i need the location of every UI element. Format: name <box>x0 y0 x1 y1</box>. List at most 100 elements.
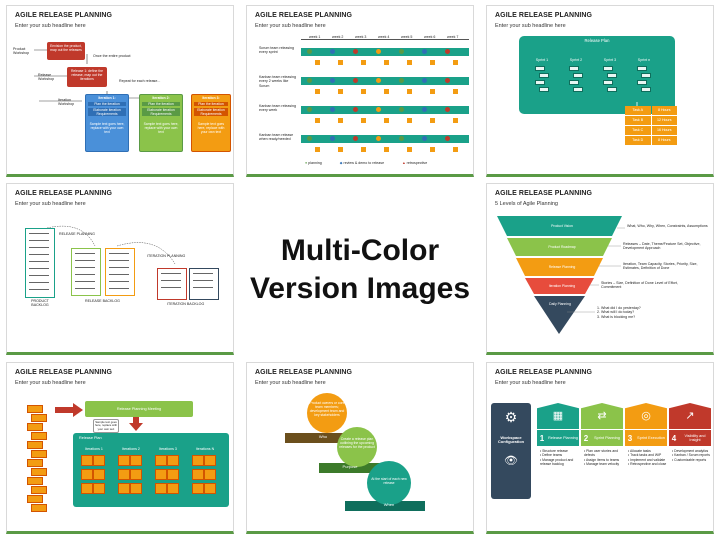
task-chip <box>361 60 366 65</box>
step-item: • Kanban / Scrum reports <box>672 453 710 458</box>
list-line <box>193 287 213 288</box>
step-number: 2 <box>583 433 589 443</box>
story-card <box>167 455 179 466</box>
story-card <box>637 66 647 71</box>
task-chip <box>361 118 366 123</box>
week-label: week 7 <box>447 35 459 39</box>
story-card <box>641 87 651 92</box>
task-chip <box>430 118 435 123</box>
step-icon: ▦ <box>537 403 579 429</box>
story-card <box>569 80 579 85</box>
slide-title: AGILE RELEASE PLANNING <box>255 12 353 19</box>
list-line <box>109 274 129 275</box>
marker <box>330 78 335 83</box>
story-card <box>81 469 93 480</box>
iteration-backlog-label: ITERATION BACKLOG <box>167 302 205 306</box>
week-label: week 6 <box>424 35 436 39</box>
marker <box>445 78 450 83</box>
product-backlog-label: PRODUCT BACKLOG <box>31 299 49 308</box>
note-release: Iteration, Team Capacity, Stories, Prior… <box>623 262 698 271</box>
task-chip <box>315 89 320 94</box>
list-line <box>29 268 49 269</box>
step-item: • Track tasks and WIP <box>628 453 662 458</box>
slide-title: AGILE RELEASE PLANNING <box>495 369 593 376</box>
thumbnail-five-levels[interactable]: AGILE RELEASE PLANNING 5 Levels of Agile… <box>486 183 714 355</box>
marker <box>307 107 312 112</box>
level-release-planning: Release Planning <box>548 265 576 269</box>
release-planning-label: RELEASE PLANNING <box>59 232 95 236</box>
task-hours: 16 Hours <box>651 126 677 135</box>
backlog-arcs <box>46 225 176 265</box>
when-text: At the start of each new release <box>371 477 407 485</box>
marker <box>422 78 427 83</box>
step-items: • Allocate tasks• Track tasks and WIP• I… <box>625 449 667 467</box>
row-bar <box>301 106 469 114</box>
slide-subtitle: Enter your sub headline here <box>15 23 86 29</box>
thumbnail-release-plan[interactable]: AGILE RELEASE PLANNING Enter your sub he… <box>486 5 714 177</box>
step-item: • Manage team velocity <box>584 462 620 467</box>
backlog-card <box>25 228 55 298</box>
iteration-label: Iterations 2 <box>122 447 140 451</box>
legend-retro: ▲ retrospective <box>402 161 428 165</box>
thumbnail-workspace-steps[interactable]: AGILE RELEASE PLANNING Enter your sub he… <box>486 362 714 534</box>
iteration-column-1: Iteration 1: Plan the iteration Elaborat… <box>85 94 129 152</box>
task-chip <box>430 147 435 152</box>
step-number: 4 <box>671 433 677 443</box>
purpose-text: Create a release plan outlining the upco… <box>339 437 375 449</box>
story-card <box>93 469 105 480</box>
release-backlog-label: RELEASE BACKLOG <box>85 299 120 303</box>
story-card <box>603 80 613 85</box>
story-card <box>167 483 179 494</box>
marker <box>376 136 381 141</box>
task-name: Task A <box>625 106 651 115</box>
thumbnail-team-cadence[interactable]: AGILE RELEASE PLANNING Enter your sub he… <box>246 5 474 177</box>
story-card <box>27 441 43 449</box>
story-card <box>93 455 105 466</box>
story-card <box>118 455 130 466</box>
marker <box>353 136 358 141</box>
task-hours: 12 Hours <box>651 116 677 125</box>
task-chip <box>384 89 389 94</box>
task-chip <box>338 118 343 123</box>
backlog-card <box>157 268 187 300</box>
task-name: Task D <box>625 136 651 145</box>
center-caption: Multi-Color Version Images <box>246 232 474 308</box>
slide-subtitle: Enter your sub headline here <box>495 23 566 29</box>
note-vision: What, Who, Why, When, Constraints, Assum… <box>627 224 708 228</box>
story-card <box>130 483 142 494</box>
task-chip <box>407 89 412 94</box>
iteration-planning-label: ITERATION PLANNING <box>147 254 186 258</box>
story-card <box>637 80 647 85</box>
story-card <box>155 483 167 494</box>
task-chip <box>384 147 389 152</box>
thumbnail-release-meeting[interactable]: AGILE RELEASE PLANNING Enter your sub he… <box>6 362 234 534</box>
story-card <box>204 469 216 480</box>
story-card <box>31 504 47 512</box>
story-card <box>535 80 545 85</box>
step-item: • Manage product and release backlog <box>540 457 574 467</box>
thumbnail-release-workshop[interactable]: AGILE RELEASE PLANNING Enter your sub he… <box>6 5 234 177</box>
task-chip <box>315 118 320 123</box>
task-chip <box>315 60 320 65</box>
step-item: • Plan user stories and defects <box>584 449 618 458</box>
task-hours: 8 Hours <box>651 106 677 115</box>
marker <box>330 107 335 112</box>
thumbnail-who-purpose-when[interactable]: AGILE RELEASE PLANNING Enter your sub he… <box>246 362 474 534</box>
list-line <box>75 267 95 268</box>
story-card <box>573 73 583 78</box>
step-name: Sprint Execution <box>637 435 665 440</box>
week-label: week 1 <box>309 35 321 39</box>
marker <box>307 136 312 141</box>
story-card <box>535 66 545 71</box>
thumbnail-backlogs[interactable]: AGILE RELEASE PLANNING Enter your sub he… <box>6 183 234 355</box>
story-card <box>155 469 167 480</box>
list-line <box>75 260 95 261</box>
note-daily: 1. What did I do yesterday? 2. What will… <box>597 306 641 319</box>
row-bar <box>301 77 469 85</box>
row-label: Kanban team releasing every 2 weeks like… <box>259 75 296 88</box>
